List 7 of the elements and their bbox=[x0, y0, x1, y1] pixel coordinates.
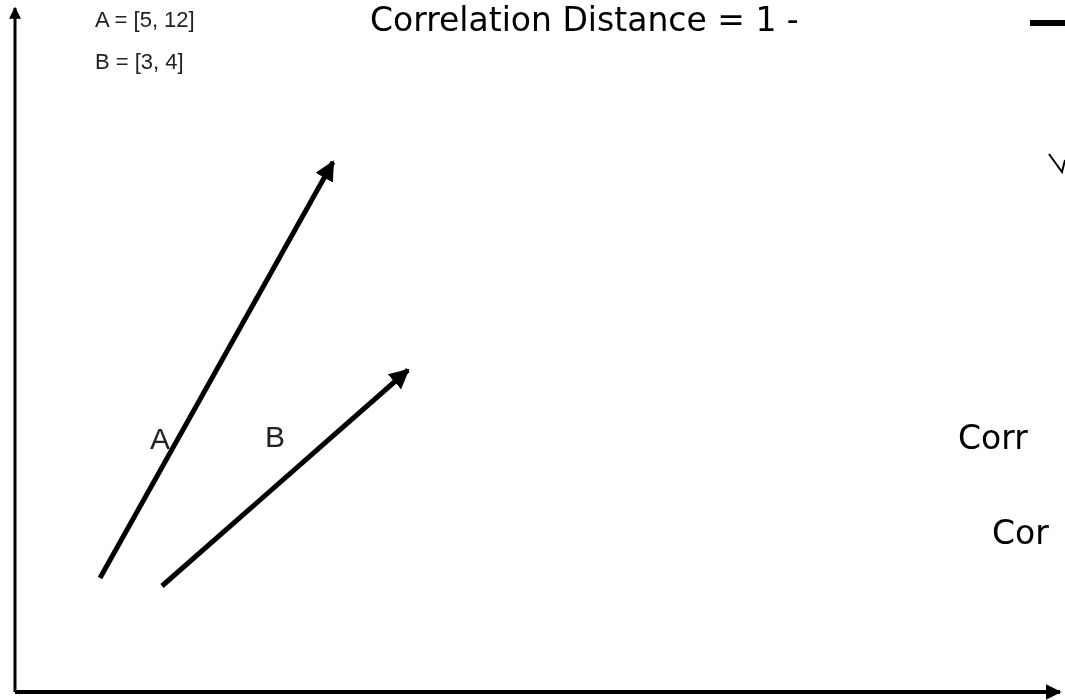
formula-text: Correlation Distance = 1 - bbox=[370, 2, 799, 39]
vector-definition: A = [5, 12] bbox=[95, 8, 195, 33]
vector-label: A bbox=[150, 422, 170, 455]
vector-label: B bbox=[265, 420, 285, 453]
formula-text: Cor bbox=[992, 515, 1049, 552]
vector-definition: B = [3, 4] bbox=[95, 50, 184, 75]
formula-text: Corr bbox=[958, 420, 1028, 457]
